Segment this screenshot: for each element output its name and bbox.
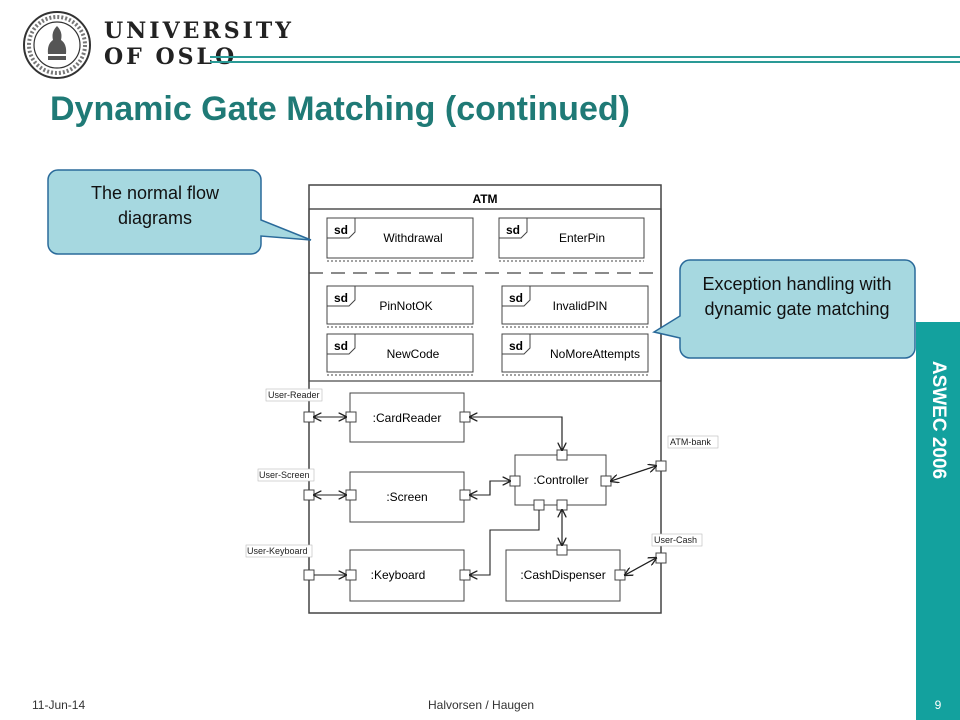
footer-date: 11-Jun-14 [32,698,86,712]
sd-frame-title: Withdrawal [383,231,442,245]
part-label: :CashDispenser [520,568,605,582]
part-label: :Screen [386,490,427,504]
sd-frame-title: InvalidPIN [553,299,608,313]
callout-exception: Exception handling with dynamic gate mat… [702,274,892,319]
sd-frame-title: NewCode [387,347,440,361]
sd-label: sd [334,339,348,353]
part-label: :CardReader [373,411,442,425]
university-seal-logo [23,11,91,79]
sd-frame-invalidpin: sd InvalidPIN [501,285,649,328]
connectors [314,417,656,575]
right-sidebar-band: ASWEC 2006 9 [916,322,960,720]
sd-frame-title: EnterPin [559,231,605,245]
callout-normal-flow-bubble [47,169,312,255]
sd-label: sd [509,339,523,353]
sd-frame-withdrawal: sd Withdrawal [326,217,474,262]
part-cashdispenser: :CashDispenser [505,549,621,602]
part-screen: :Screen [349,471,465,523]
atm-frame-title: ATM [472,192,497,206]
sd-label: sd [334,291,348,305]
port-label-user-reader: User-Reader [268,390,320,400]
page-number: 9 [934,698,942,712]
part-label: :Keyboard [371,568,426,582]
sd-label: sd [334,223,348,237]
sd-frame-title: PinNotOK [379,299,432,313]
port-label-user-screen: User-Screen [259,470,310,480]
sd-frame-pinnotok: sd PinNotOK [326,285,474,328]
footer-authors: Halvorsen / Haugen [428,698,535,712]
port-label-atm-bank: ATM-bank [670,437,711,447]
header-rule-top [210,56,960,58]
port-label-user-keyboard: User-Keyboard [247,546,308,556]
part-controller: :Controller [514,454,607,506]
sd-label: sd [506,223,520,237]
sd-label: sd [509,291,523,305]
port-labels: User-Reader User-Screen User-Keyboard AT… [245,388,719,558]
university-name-line1: UNIVERSITY [104,18,294,44]
sd-frame-enterpin: sd EnterPin [498,217,645,262]
callout-exception-bubble [652,259,916,359]
slide-title: Dynamic Gate Matching (continued) [50,90,630,128]
conference-label: ASWEC 2006 [928,360,949,480]
part-cardreader: :CardReader [349,392,465,443]
sd-frame-newcode: sd NewCode [326,333,474,376]
port-squares [303,411,667,581]
callout-normal-flow: The normal flow diagrams [90,183,220,228]
part-keyboard: :Keyboard [349,549,465,602]
port-label-user-cash: User-Cash [654,535,697,545]
header-rule-bottom [210,61,960,63]
sd-frame-nomoreattempts: sd NoMoreAttempts [501,333,649,376]
sd-frame-title: NoMoreAttempts [550,347,640,361]
part-label: :Controller [533,473,588,487]
